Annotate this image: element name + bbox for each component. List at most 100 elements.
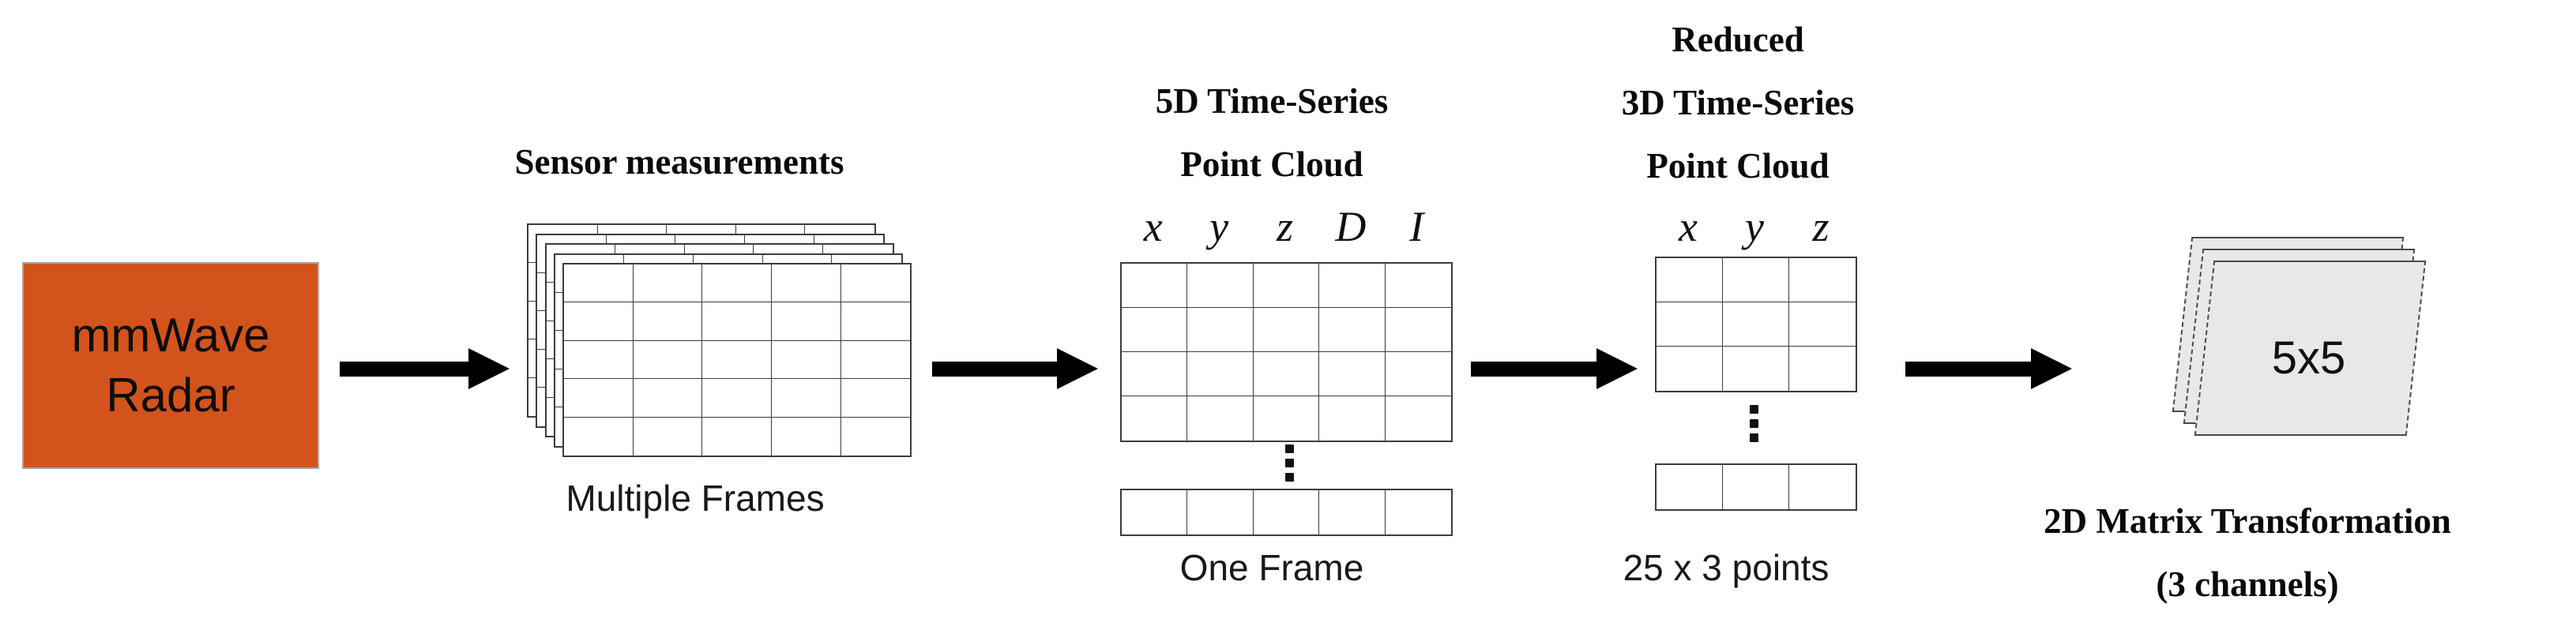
ellipsis-dot	[1285, 444, 1294, 453]
cloud3d-title-line3: Point Cloud	[1646, 146, 1830, 186]
grid-cell	[564, 379, 634, 418]
column-header: y	[1745, 203, 1764, 250]
cloud3d-title: Reduced 3D Time-Series Point Cloud	[1572, 8, 1904, 197]
grid-cell	[702, 340, 772, 380]
grid-cell	[1319, 490, 1386, 534]
grid-cell	[1122, 264, 1188, 308]
grid-cell	[1319, 308, 1386, 352]
grid-cell	[1657, 465, 1723, 509]
grid-cell	[1789, 258, 1856, 302]
grid-cell	[1789, 347, 1856, 391]
flow-arrow	[340, 348, 510, 389]
grid-cell	[1789, 302, 1856, 347]
grid-cell	[1385, 264, 1451, 308]
ellipsis-dot	[1750, 419, 1758, 428]
grid-cell	[1254, 490, 1320, 534]
cloud3d-title-line1: Reduced	[1672, 20, 1804, 59]
cloud3d-caption: 25 x 3 points	[1623, 547, 1830, 588]
grid-cell	[564, 264, 634, 303]
grid-cell	[772, 417, 841, 456]
cloud5d-title-line1: 5D Time-Series	[1155, 81, 1389, 121]
ellipsis-dot	[1285, 473, 1294, 482]
grid-cell	[702, 379, 772, 418]
column-header: D	[1335, 203, 1367, 250]
grid-cell	[771, 379, 841, 418]
ellipsis-dot	[1750, 405, 1758, 414]
ellipsis-dot	[1285, 459, 1294, 467]
matrix-caption-line2: (3 channels)	[2156, 564, 2339, 604]
grid-cell	[771, 264, 841, 303]
arrow-head	[1596, 348, 1638, 389]
cloud3d-ellipsis	[1750, 405, 1758, 442]
grid-cell	[841, 418, 911, 456]
grid-cell	[1319, 396, 1386, 441]
grid-cell	[1657, 302, 1723, 347]
grid-cell	[1254, 396, 1320, 441]
flow-arrow	[1905, 348, 2072, 389]
grid-cell	[702, 264, 772, 303]
grid-cell	[702, 417, 772, 456]
grid-cell	[1789, 465, 1856, 509]
grid-cell	[634, 417, 703, 456]
mmwave-radar-box: mmWave Radar	[22, 262, 319, 469]
cloud3d-tail-row	[1655, 463, 1857, 511]
column-header: x	[1679, 203, 1698, 250]
grid-cell	[702, 302, 772, 341]
grid-cell	[840, 302, 911, 341]
grid-cell	[564, 302, 634, 341]
grid-cell	[840, 264, 911, 303]
cloud5d-tail-row	[1120, 489, 1453, 536]
grid-cell	[1187, 490, 1254, 534]
cloud5d-title: 5D Time-Series Point Cloud	[1106, 69, 1438, 196]
grid-cell	[1187, 352, 1254, 396]
grid-cell	[1385, 352, 1451, 396]
cloud3d-title-line2: 3D Time-Series	[1621, 83, 1855, 122]
frames-title: Sensor measurements	[514, 142, 844, 182]
grid-cell	[1253, 352, 1320, 396]
grid-cell	[564, 417, 634, 456]
matrix-caption-line1: 2D Matrix Transformation	[2044, 501, 2451, 541]
arrow-shaft	[340, 362, 472, 377]
radar-label-line2: Radar	[106, 369, 235, 422]
grid-cell	[1723, 258, 1789, 302]
grid-cell	[1723, 302, 1789, 347]
grid-cell	[1122, 490, 1188, 534]
grid-cell	[771, 302, 841, 341]
grid-cell	[1723, 347, 1789, 391]
arrow-shaft	[1471, 362, 1600, 377]
radar-label-line1: mmWave	[71, 309, 270, 362]
grid-cell	[1122, 396, 1188, 441]
grid-cell	[633, 379, 703, 418]
arrow-head	[2031, 348, 2072, 389]
grid-cell	[1187, 308, 1254, 352]
column-header: x	[1143, 203, 1163, 250]
grid-cell	[1319, 352, 1386, 396]
frame-layer	[562, 263, 912, 457]
grid-cell	[633, 340, 703, 380]
grid-cell	[1187, 396, 1254, 441]
arrow-shaft	[932, 362, 1060, 377]
grid-cell	[564, 340, 634, 380]
arrow-head	[1057, 348, 1098, 389]
column-header: I	[1409, 203, 1424, 250]
cloud3d-table	[1655, 257, 1857, 392]
grid-cell	[1253, 308, 1320, 352]
grid-cell	[840, 379, 911, 418]
grid-cell	[1385, 308, 1451, 352]
grid-cell	[1386, 396, 1451, 441]
grid-cell	[633, 264, 703, 303]
column-header: y	[1209, 203, 1229, 250]
arrow-head	[468, 348, 510, 389]
flow-arrow	[932, 348, 1098, 389]
column-header: z	[1812, 203, 1830, 250]
grid-cell	[1319, 264, 1386, 308]
frames-caption: Multiple Frames	[566, 478, 825, 519]
grid-cell	[771, 340, 841, 380]
cloud5d-title-line2: Point Cloud	[1180, 144, 1363, 184]
matrix-size-label: 5x5	[2271, 332, 2346, 384]
cloud5d-table	[1120, 262, 1453, 442]
grid-cell	[633, 302, 703, 341]
cloud5d-ellipsis	[1285, 444, 1294, 482]
